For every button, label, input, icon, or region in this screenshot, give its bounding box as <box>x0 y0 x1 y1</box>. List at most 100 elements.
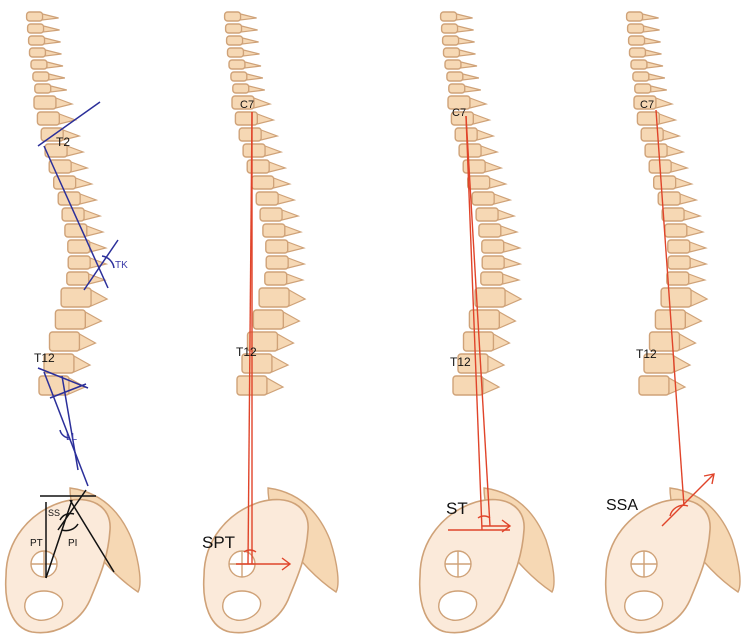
vertebra-body <box>628 47 647 58</box>
vertebra-body <box>442 47 461 58</box>
vertebra-body <box>452 375 484 396</box>
label-t12: T12 <box>236 345 257 359</box>
vertebra-process <box>271 354 290 373</box>
vertebra-body <box>28 47 47 58</box>
vertebra-process <box>287 241 306 253</box>
vertebra-body <box>481 239 505 254</box>
vertebra-process <box>675 177 694 189</box>
spine-illustration <box>25 11 109 396</box>
vertebra-body <box>226 47 245 58</box>
vertebra-process <box>43 25 60 33</box>
vertebra-process <box>281 209 301 221</box>
vertebra-process <box>689 241 708 253</box>
vertebra-process <box>503 257 523 269</box>
vertebra-process <box>662 129 682 141</box>
vertebra-body <box>258 287 290 308</box>
vertebra-body <box>53 175 77 190</box>
label-ll: LL <box>66 432 78 443</box>
vertebra-body <box>32 71 50 82</box>
vertebra-body <box>481 255 505 270</box>
vertebra-body <box>259 207 283 222</box>
st-lines <box>448 115 512 533</box>
vertebra-process <box>503 241 522 253</box>
vertebra-process <box>658 113 678 125</box>
label-spt: SPT <box>202 533 235 552</box>
vertebra-process <box>260 129 280 141</box>
vertebra-process <box>646 61 664 69</box>
vertebra-body <box>664 223 688 238</box>
label-t12: T12 <box>636 347 657 361</box>
vertebra-process <box>686 225 705 237</box>
vertebra-body <box>48 331 81 352</box>
vertebra-process <box>678 332 697 351</box>
vertebra-process <box>48 73 66 81</box>
vertebra-process <box>248 85 265 93</box>
vertebra-body <box>439 11 458 22</box>
spine-illustration <box>223 11 307 396</box>
pelvis-illustration <box>4 487 141 634</box>
vertebra-process <box>62 129 82 141</box>
vertebra-body <box>458 143 482 158</box>
vertebra-process <box>79 193 99 205</box>
vertebra-process <box>240 13 257 21</box>
vertebra-body <box>232 83 250 94</box>
vertebra-process <box>286 273 305 285</box>
vertebra-process <box>266 376 285 395</box>
vertebra-process <box>50 85 67 93</box>
vertebra-body <box>440 23 459 34</box>
vertebra-process <box>78 332 97 351</box>
vertebra-body <box>66 271 90 286</box>
obturator-foramen <box>438 590 478 621</box>
vertebra-process <box>670 161 690 173</box>
vertebra-process <box>44 49 62 57</box>
vertebra-body <box>630 59 648 70</box>
vertebra-body <box>265 239 289 254</box>
ssa-lines <box>655 109 715 527</box>
vertebra-process <box>73 354 92 373</box>
vertebra-body <box>25 11 44 22</box>
vertebra-process <box>44 37 61 45</box>
vertebra-process <box>458 37 475 45</box>
vertebra-body <box>462 159 486 174</box>
vertebra-body <box>27 35 46 46</box>
vertebra-body <box>255 191 279 206</box>
vertebra-process <box>484 161 504 173</box>
label-ssa: SSA <box>606 497 638 514</box>
label-t12: T12 <box>450 355 471 369</box>
vertebra-body <box>667 255 691 270</box>
panel-sagittal-angles: T2 TK T12 LL SS PT PI <box>4 11 141 634</box>
vertebra-process <box>58 113 78 125</box>
vertebra-process <box>90 288 109 307</box>
vertebra-process <box>480 145 500 157</box>
vertebra-body <box>660 287 692 308</box>
vertebra-process <box>256 113 276 125</box>
vertebra-body <box>234 111 259 126</box>
vertebra-body <box>644 143 668 158</box>
label-c7: C7 <box>452 107 466 119</box>
pelvis-illustration <box>202 487 339 634</box>
vertebra-body <box>638 375 670 396</box>
vertebra-body <box>251 175 275 190</box>
vertebra-body <box>60 287 92 308</box>
vertebra-body <box>246 159 270 174</box>
label-c7: C7 <box>640 99 654 111</box>
vertebra-process <box>277 193 297 205</box>
vertebra-body <box>653 175 677 190</box>
vertebra-process <box>457 25 474 33</box>
vertebra-process <box>648 73 666 81</box>
vertebra-body <box>467 175 491 190</box>
vertebra-process <box>644 37 661 45</box>
vertebra-body <box>30 59 48 70</box>
label-t2: T2 <box>56 135 70 149</box>
vertebra-process <box>464 85 481 93</box>
tk-ll-lines <box>37 101 119 487</box>
label-pt: PT <box>30 538 43 549</box>
vertebra-process <box>650 85 667 93</box>
vertebra-body <box>444 59 462 70</box>
label-pi: PI <box>68 538 77 549</box>
vertebra-process <box>462 73 480 81</box>
vertebra-process <box>497 209 517 221</box>
vertebra-process <box>472 113 492 125</box>
vertebra-body <box>475 207 499 222</box>
